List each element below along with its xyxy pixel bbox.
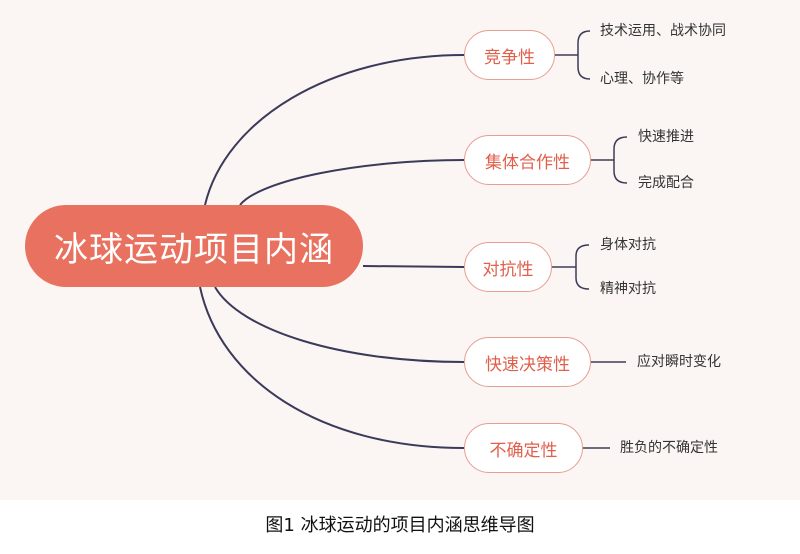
connector-root-branch-1 xyxy=(204,54,465,206)
root-node: 冰球运动项目内涵 xyxy=(25,205,363,287)
leaf-mental-confrontation: 精神对抗 xyxy=(600,281,656,297)
brace-branch-2 xyxy=(591,136,628,184)
brace-branch-3 xyxy=(552,244,590,290)
branch-node-competitiveness: 竞争性 xyxy=(464,30,555,80)
leaf-psychology-cooperation: 心理、协作等 xyxy=(600,71,684,87)
connector-lines xyxy=(199,30,628,449)
branch-node-confrontation: 对抗性 xyxy=(464,242,552,292)
branch-node-teamwork: 集体合作性 xyxy=(464,135,591,185)
connector-root-branch-5 xyxy=(199,286,465,449)
connector-root-branch-3 xyxy=(362,265,465,268)
connector-root-branch-2 xyxy=(239,159,465,206)
brace-branch-1 xyxy=(555,30,591,80)
branch-node-uncertainty: 不确定性 xyxy=(464,423,583,473)
branch-node-quick-decision: 快速决策性 xyxy=(464,337,591,387)
leaf-outcome-uncertainty: 胜负的不确定性 xyxy=(620,440,718,456)
connector-root-branch-4 xyxy=(214,286,465,363)
leaf-physical-confrontation: 身体对抗 xyxy=(600,237,656,253)
leaf-complete-coordination: 完成配合 xyxy=(638,175,694,191)
mindmap-canvas: 冰球运动项目内涵 竞争性 集体合作性 对抗性 快速决策性 不确定性 技术运用、战… xyxy=(0,0,800,500)
leaf-instant-change: 应对瞬时变化 xyxy=(637,354,721,370)
leaf-technique-tactics: 技术运用、战术协同 xyxy=(600,23,726,39)
figure-caption: 图1 冰球运动的项目内涵思维导图 xyxy=(265,515,535,536)
leaf-fast-advance: 快速推进 xyxy=(638,129,694,145)
